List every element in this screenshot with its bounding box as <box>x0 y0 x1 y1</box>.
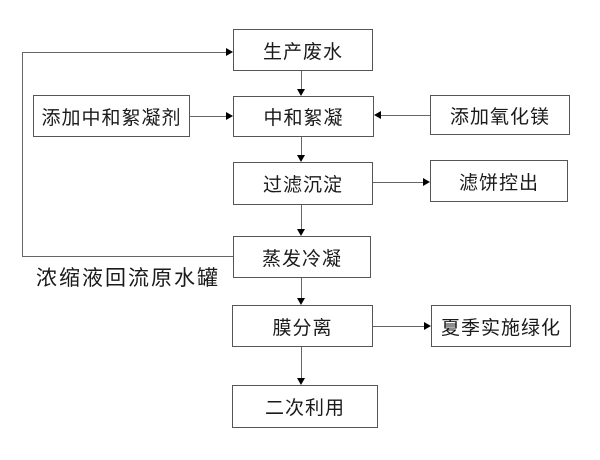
arrowhead-right-icon <box>424 322 431 330</box>
edge-filtration-to-evaporation-line <box>301 205 302 229</box>
edge-filtration-to-filtercake-line <box>373 182 423 183</box>
edge-production-to-neutralization-line <box>301 71 302 89</box>
arrowhead-down-icon <box>297 229 305 236</box>
arrowhead-down-icon <box>297 298 305 305</box>
arrowhead-right-icon <box>226 112 233 120</box>
arrowhead-down-icon <box>297 89 305 96</box>
arrowhead-right-icon <box>226 48 233 56</box>
edge-flocculant-to-neutralization-line <box>190 116 226 117</box>
node-evaporation-condensation: 蒸发冷凝 <box>233 236 371 278</box>
edge-evaporation-to-membrane-line <box>301 278 302 298</box>
node-neutralization-flocculation: 中和絮凝 <box>233 96 374 137</box>
node-add-magnesium-oxide: 添加氧化镁 <box>430 95 570 135</box>
arrowhead-down-icon <box>297 378 305 385</box>
recycle-loop-label: 浓缩液回流原水罐 <box>36 266 220 290</box>
recycle-loop-left-line <box>22 52 23 257</box>
edge-membrane-to-greening-line <box>373 326 424 327</box>
arrowhead-left-icon <box>374 111 381 119</box>
arrowhead-down-icon <box>297 155 305 162</box>
node-summer-greening: 夏季实施绿化 <box>431 305 571 347</box>
node-add-neutralizing-flocculant: 添加中和絮凝剂 <box>33 95 190 137</box>
edge-neutralization-to-filtration-line <box>301 137 302 155</box>
edge-mgo-to-neutralization-line <box>381 115 430 116</box>
recycle-loop-top-line <box>22 52 226 53</box>
arrowhead-right-icon <box>423 178 430 186</box>
node-secondary-use: 二次利用 <box>232 385 378 428</box>
node-membrane-separation: 膜分离 <box>232 305 373 347</box>
node-filtration-sedimentation: 过滤沉淀 <box>233 162 373 205</box>
node-production-wastewater: 生产废水 <box>233 29 373 71</box>
recycle-loop-bottom-line <box>22 256 233 257</box>
edge-membrane-to-reuse-line <box>301 347 302 378</box>
node-filter-cake-out: 滤饼控出 <box>430 160 568 202</box>
